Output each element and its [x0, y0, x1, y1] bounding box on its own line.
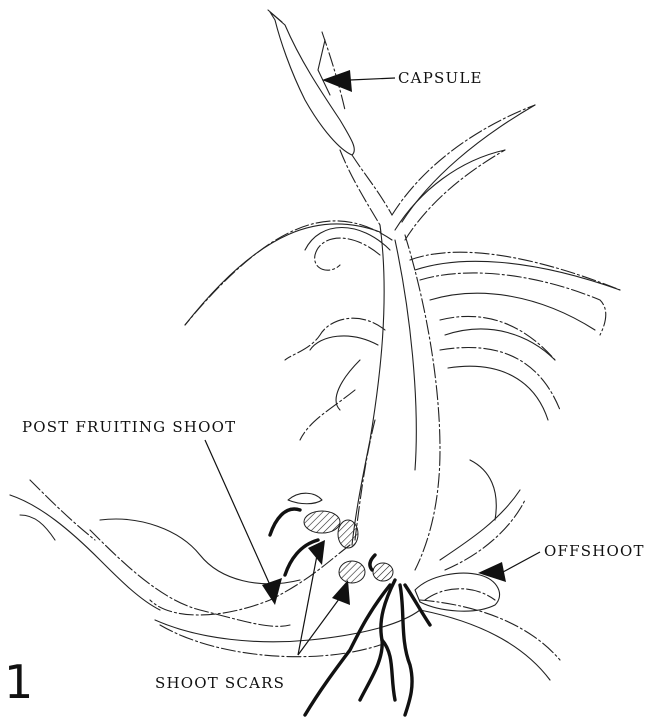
base-drawing	[10, 460, 560, 680]
stem-drawing	[352, 225, 440, 570]
figure-number: 1	[4, 655, 33, 709]
leaves-drawing	[185, 105, 620, 440]
annotation-arrows	[205, 70, 540, 655]
capsule-drawing	[268, 10, 392, 225]
post-fruiting-shoot-label: POST FRUITING SHOOT	[22, 418, 236, 436]
offshoot-label: OFFSHOOT	[544, 542, 645, 560]
shoot-scars-label: SHOOT SCARS	[155, 674, 285, 692]
shoot-scar-arrow-2-icon	[332, 580, 350, 605]
offshoot-arrow-icon	[478, 562, 506, 582]
roots-drawing	[305, 580, 430, 715]
post-fruiting-arrow-icon	[262, 578, 282, 605]
capsule-label: CAPSULE	[398, 69, 483, 87]
offshoot-drawing	[415, 573, 500, 611]
shoot-scars-drawing	[270, 493, 393, 583]
